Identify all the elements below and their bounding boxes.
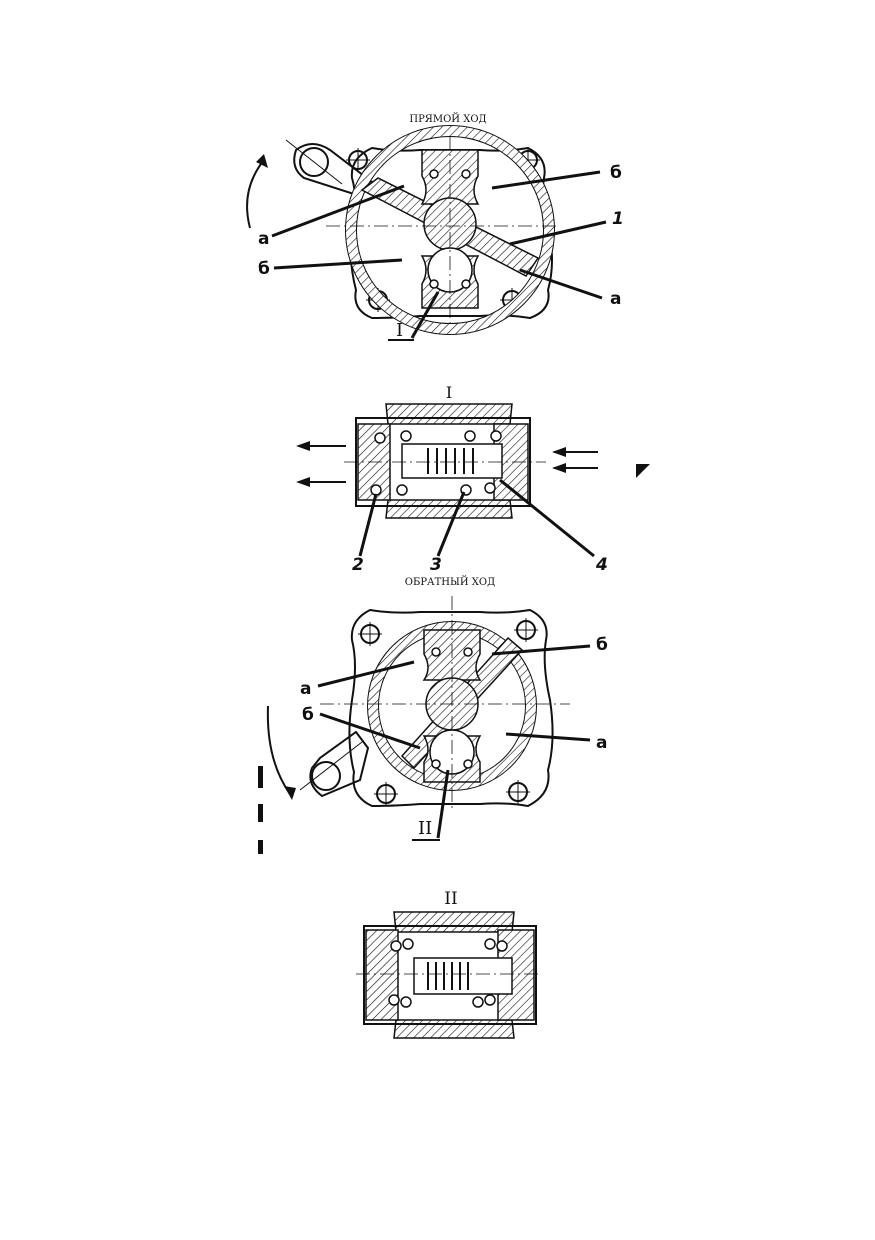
label-a-right: а bbox=[610, 289, 621, 309]
detail-II-ball bbox=[484, 938, 496, 950]
detail-II-ball bbox=[484, 994, 496, 1006]
detail-II-bottom-cap bbox=[393, 1019, 515, 1039]
detail-I-piston bbox=[401, 443, 503, 479]
detail-II-ball bbox=[400, 996, 412, 1008]
leader-a-left bbox=[271, 184, 405, 238]
detail-I: I 2 3 4 bbox=[296, 383, 650, 575]
detail-I-ball bbox=[484, 482, 496, 494]
bolt-hole bbox=[514, 618, 538, 642]
leader-b-left bbox=[319, 712, 421, 750]
label-b-left: б bbox=[302, 705, 314, 725]
leader-2 bbox=[358, 493, 378, 557]
reverse-stroke-title: ОБРАТНЫЙ ХОД bbox=[405, 576, 495, 588]
bolt-hole bbox=[374, 782, 398, 806]
detail-I-ball bbox=[490, 430, 502, 442]
scan-mark bbox=[636, 464, 650, 478]
outflow-arrow bbox=[296, 477, 346, 487]
valve-ball bbox=[431, 647, 441, 657]
leader-1 bbox=[509, 220, 607, 246]
detail-II-ball bbox=[472, 996, 484, 1008]
leader-detail-I bbox=[410, 291, 440, 339]
label-4: 4 bbox=[595, 555, 608, 575]
detail-II-ball bbox=[388, 994, 400, 1006]
bolt-hole bbox=[358, 622, 382, 646]
detail-II-ball bbox=[390, 940, 402, 952]
flange-body bbox=[348, 608, 554, 808]
lever-arm bbox=[299, 730, 370, 798]
label-a-left: а bbox=[300, 679, 311, 699]
label-a-right: а bbox=[596, 733, 607, 753]
valve-ball bbox=[463, 647, 473, 657]
detail-I-ball bbox=[464, 430, 476, 442]
detail-I-bottom-cap bbox=[385, 499, 513, 519]
valve-ball bbox=[429, 169, 439, 179]
leader-4 bbox=[499, 478, 595, 558]
leader-a-right bbox=[505, 732, 591, 742]
detail-I-top-cap bbox=[385, 403, 513, 425]
detail-II-spring bbox=[427, 962, 469, 990]
leader-b-right bbox=[491, 644, 591, 656]
forward-stroke-title: ПРЯМОЙ ХОД bbox=[409, 113, 486, 125]
bolt-hole bbox=[346, 148, 370, 172]
rotation-arrowhead bbox=[284, 786, 296, 800]
valve-ball bbox=[461, 279, 471, 289]
detail-I-spring bbox=[427, 448, 474, 474]
scan-mark bbox=[258, 840, 263, 854]
detail-I-ball bbox=[396, 484, 408, 496]
rotation-arrowhead bbox=[256, 154, 268, 168]
inflow-arrow bbox=[552, 463, 598, 473]
valve-ball bbox=[429, 279, 439, 289]
leader-3 bbox=[436, 491, 466, 557]
detail-I-ball bbox=[374, 432, 386, 444]
detail-II-piston bbox=[413, 957, 513, 995]
scan-mark bbox=[258, 766, 263, 788]
detail-ref-II: II bbox=[418, 818, 432, 839]
leader-a-right bbox=[519, 268, 603, 300]
leader-a-left bbox=[317, 660, 415, 688]
label-a-left: а bbox=[258, 229, 269, 249]
valve-ball bbox=[463, 759, 473, 769]
leader-b-left bbox=[273, 258, 403, 270]
detail-I-title: I bbox=[446, 383, 452, 402]
label-1: 1 bbox=[612, 209, 624, 229]
detail-II-ball bbox=[402, 938, 414, 950]
leader-detail-II bbox=[436, 769, 450, 839]
rotation-arrow bbox=[266, 705, 291, 795]
detail-II-top-cap bbox=[393, 911, 515, 933]
forward-stroke-view: ПРЯМОЙ ХОД bbox=[246, 113, 624, 341]
detail-II-title: II bbox=[444, 889, 457, 909]
scan-mark bbox=[258, 804, 263, 822]
detail-II-ball bbox=[496, 940, 508, 952]
label-b-right: б bbox=[610, 163, 622, 183]
rotation-arrow bbox=[246, 159, 265, 229]
upper-valve-block bbox=[420, 149, 480, 205]
outflow-arrow bbox=[296, 441, 346, 451]
reverse-stroke-view: ОБРАТНЫЙ ХОД а б bbox=[258, 576, 608, 854]
label-2: 2 bbox=[352, 555, 364, 575]
inflow-arrow bbox=[552, 447, 598, 457]
bolt-hole bbox=[506, 780, 530, 804]
leader-b-right bbox=[491, 170, 601, 190]
label-b-left: б bbox=[258, 259, 270, 279]
detail-ref-I: I bbox=[396, 320, 403, 341]
detail-II-body bbox=[363, 925, 537, 1025]
detail-I-ball bbox=[370, 484, 382, 496]
label-b-right: б bbox=[596, 635, 608, 655]
detail-I-ball bbox=[400, 430, 412, 442]
detail-II: II bbox=[356, 889, 542, 1039]
valve-ball bbox=[431, 759, 441, 769]
valve-ball bbox=[461, 169, 471, 179]
label-3: 3 bbox=[430, 555, 442, 575]
